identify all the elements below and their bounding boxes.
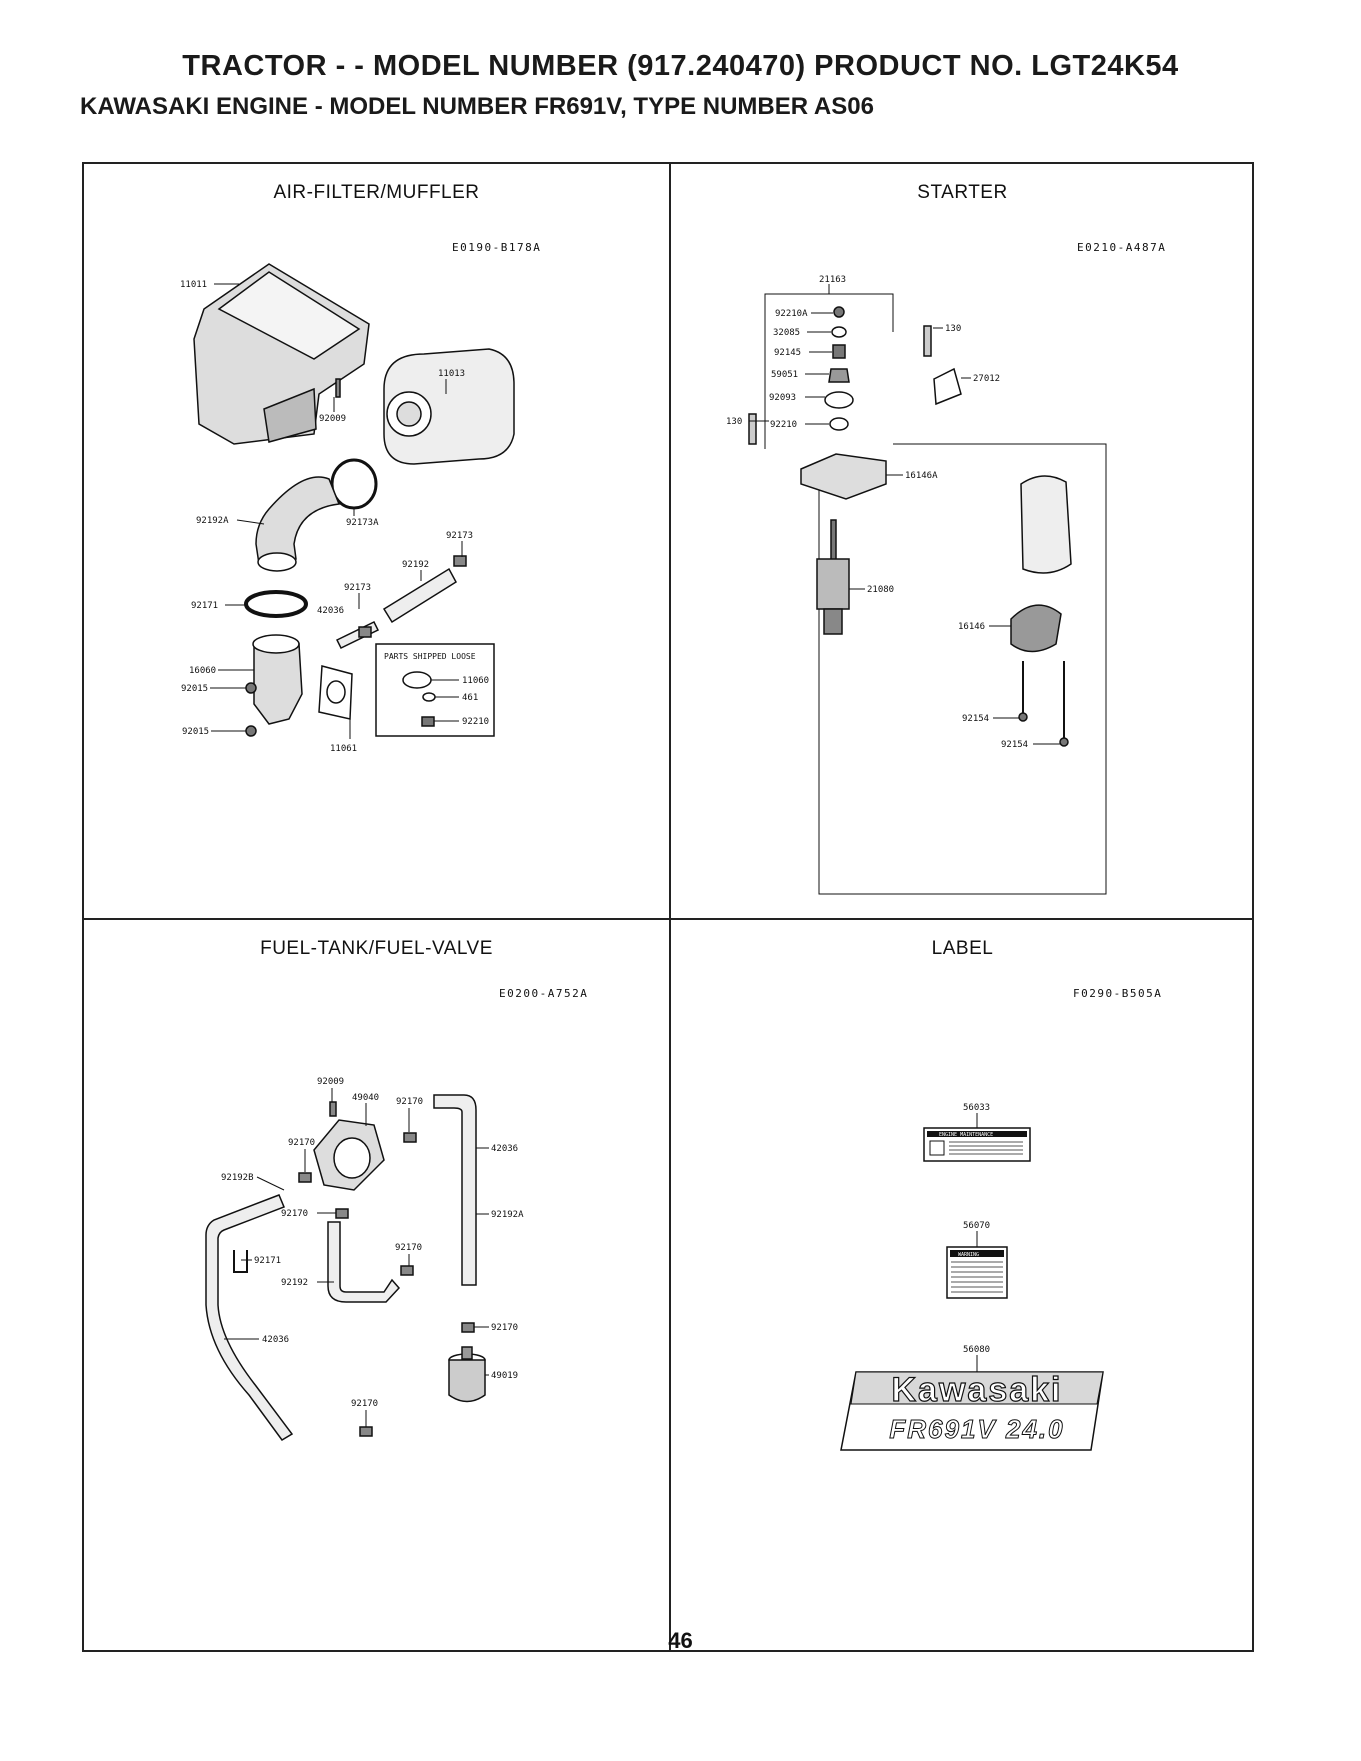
panel-title-label: LABEL bbox=[931, 938, 994, 959]
part-label: 42036 bbox=[491, 1144, 518, 1154]
starter-diagram: 21163 92210A 32085 92145 59051 92093 922… bbox=[726, 275, 1107, 895]
part-label: 11013 bbox=[438, 369, 465, 379]
part-label: 49040 bbox=[352, 1093, 379, 1103]
part-label: 92170 bbox=[351, 1399, 378, 1409]
part-label: 11061 bbox=[330, 744, 357, 754]
part-label: 92154 bbox=[962, 714, 989, 724]
part-label: 16146A bbox=[905, 471, 938, 481]
part-label: 92145 bbox=[774, 348, 801, 358]
part-label: 92171 bbox=[191, 601, 218, 611]
panel-title-fuel-tank: FUEL-TANK/FUEL-VALVE bbox=[260, 938, 493, 959]
page-number: 46 bbox=[668, 1628, 693, 1653]
part-label: 92009 bbox=[317, 1077, 344, 1087]
diagram-code-label: F0290-B505A bbox=[1073, 987, 1163, 1000]
part-label: 461 bbox=[462, 693, 478, 703]
part-label: 59051 bbox=[771, 370, 798, 380]
part-label: 56080 bbox=[963, 1345, 990, 1355]
part-label: 92173 bbox=[344, 583, 371, 593]
part-label: 11060 bbox=[462, 676, 489, 686]
part-label: 92009 bbox=[319, 414, 346, 424]
diagram-code-starter: E0210-A487A bbox=[1077, 241, 1167, 254]
part-label: 92192A bbox=[196, 516, 229, 526]
panel-label: LABEL F0290-B505A ENGINE MAINTENANCE WA bbox=[671, 920, 1254, 1652]
part-label: 92192 bbox=[281, 1278, 308, 1288]
part-label: 92015 bbox=[182, 727, 209, 737]
part-label: 21080 bbox=[867, 585, 894, 595]
part-label: 42036 bbox=[262, 1335, 289, 1345]
part-label: 42036 bbox=[317, 606, 344, 616]
part-label: 92173 bbox=[446, 531, 473, 541]
page-subtitle: KAWASAKI ENGINE - MODEL NUMBER FR691V, T… bbox=[80, 93, 874, 120]
air-filter-diagram: 11011 11013 92009 92192A 92173A 92173 92… bbox=[180, 263, 515, 754]
diagram-grid: AIR-FILTER/MUFFLER E0190-B178A bbox=[82, 162, 1254, 1652]
part-label: 92170 bbox=[395, 1243, 422, 1253]
part-label: 16146 bbox=[958, 622, 985, 632]
part-label: 92210A bbox=[775, 309, 808, 319]
part-label: 92170 bbox=[281, 1209, 308, 1219]
diagram-code-air-filter: E0190-B178A bbox=[452, 241, 542, 254]
part-label: 92192 bbox=[402, 560, 429, 570]
part-label: 92192A bbox=[491, 1210, 524, 1220]
part-label: 92093 bbox=[769, 393, 796, 403]
decal-model-text: FR691V 24.0 bbox=[889, 1414, 1064, 1444]
horizontal-divider bbox=[84, 918, 1252, 920]
panel-air-filter-muffler: AIR-FILTER/MUFFLER E0190-B178A bbox=[84, 164, 669, 918]
part-label: 56033 bbox=[963, 1103, 990, 1113]
part-label: 92210 bbox=[462, 717, 489, 727]
part-label: 130 bbox=[945, 324, 961, 334]
part-label: 27012 bbox=[973, 374, 1000, 384]
part-label: 11011 bbox=[180, 280, 207, 290]
page-title: TRACTOR - - MODEL NUMBER (917.240470) PR… bbox=[182, 50, 1179, 82]
warning-label-text: WARNING bbox=[958, 1252, 979, 1258]
part-label: 92154 bbox=[1001, 740, 1028, 750]
label-diagram: ENGINE MAINTENANCE WARNING bbox=[840, 1103, 1104, 1451]
maintenance-label-text: ENGINE MAINTENANCE bbox=[939, 1132, 993, 1138]
panel-starter: STARTER E0210-A487A bbox=[671, 164, 1254, 918]
part-label: 49019 bbox=[491, 1371, 518, 1381]
fuel-tank-diagram: 92009 49040 92170 92170 92192B 42036 921… bbox=[205, 1077, 524, 1441]
part-label: 21163 bbox=[819, 275, 846, 285]
part-label: 92173A bbox=[346, 518, 379, 528]
part-label: 130 bbox=[726, 417, 742, 427]
part-label: 92170 bbox=[491, 1323, 518, 1333]
part-label: 92192B bbox=[221, 1173, 254, 1183]
panel-title-air-filter: AIR-FILTER/MUFFLER bbox=[273, 182, 480, 203]
parts-shipped-loose-title: PARTS SHIPPED LOOSE bbox=[384, 652, 476, 661]
part-label: 92170 bbox=[396, 1097, 423, 1107]
part-label: 92170 bbox=[288, 1138, 315, 1148]
part-label: 92210 bbox=[770, 420, 797, 430]
part-label: 32085 bbox=[773, 328, 800, 338]
diagram-code-fuel-tank: E0200-A752A bbox=[499, 987, 589, 1000]
part-label: 16060 bbox=[189, 666, 216, 676]
vertical-divider bbox=[669, 164, 671, 1650]
part-label: 92171 bbox=[254, 1256, 281, 1266]
panel-title-starter: STARTER bbox=[917, 182, 1008, 203]
part-label: 56070 bbox=[963, 1221, 990, 1231]
part-label: 92015 bbox=[181, 684, 208, 694]
decal-brand-text: Kawasaki bbox=[892, 1371, 1063, 1409]
panel-fuel-tank-fuel-valve: FUEL-TANK/FUEL-VALVE E0200-A752A bbox=[84, 920, 669, 1652]
